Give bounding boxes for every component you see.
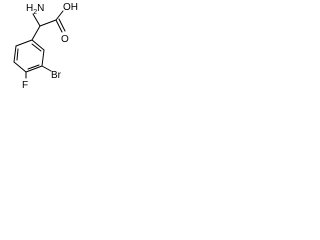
chemical-structure: H2N OH O F Br bbox=[13, 2, 78, 91]
bond-calpha-ring bbox=[31, 25, 41, 41]
bond-c-o-double-a bbox=[55, 19, 63, 33]
ring-bond-4 bbox=[25, 65, 43, 73]
amino-subscript: 2 bbox=[33, 9, 37, 16]
ring-bond-6 bbox=[31, 39, 45, 51]
bond-c-oh bbox=[55, 10, 64, 21]
atom-labels: H2N OH O F Br bbox=[22, 2, 78, 91]
amino-n-label: N bbox=[37, 3, 44, 14]
hydroxyl-label: OH bbox=[63, 2, 78, 13]
bond-calpha-ccooh bbox=[39, 19, 57, 27]
ring-bond-3 bbox=[13, 61, 27, 73]
bond-ring-br bbox=[41, 65, 52, 72]
ring-bond-2 bbox=[13, 45, 17, 63]
bond-calpha-n bbox=[32, 13, 41, 27]
bond-c-o-double-b bbox=[58, 18, 66, 32]
ring-double-2 bbox=[27, 64, 40, 70]
ring-double-3 bbox=[31, 43, 42, 52]
bromine-label: Br bbox=[51, 70, 62, 81]
amino-label: H2N bbox=[26, 3, 44, 16]
amino-h-label: H bbox=[26, 3, 33, 14]
ring-bond-5 bbox=[41, 49, 45, 67]
bonds bbox=[13, 10, 66, 79]
ring-double-1 bbox=[16, 48, 19, 61]
fluorine-label: F bbox=[22, 80, 28, 91]
ring-bond-1 bbox=[15, 39, 33, 47]
carbonyl-oxygen-label: O bbox=[61, 34, 69, 45]
